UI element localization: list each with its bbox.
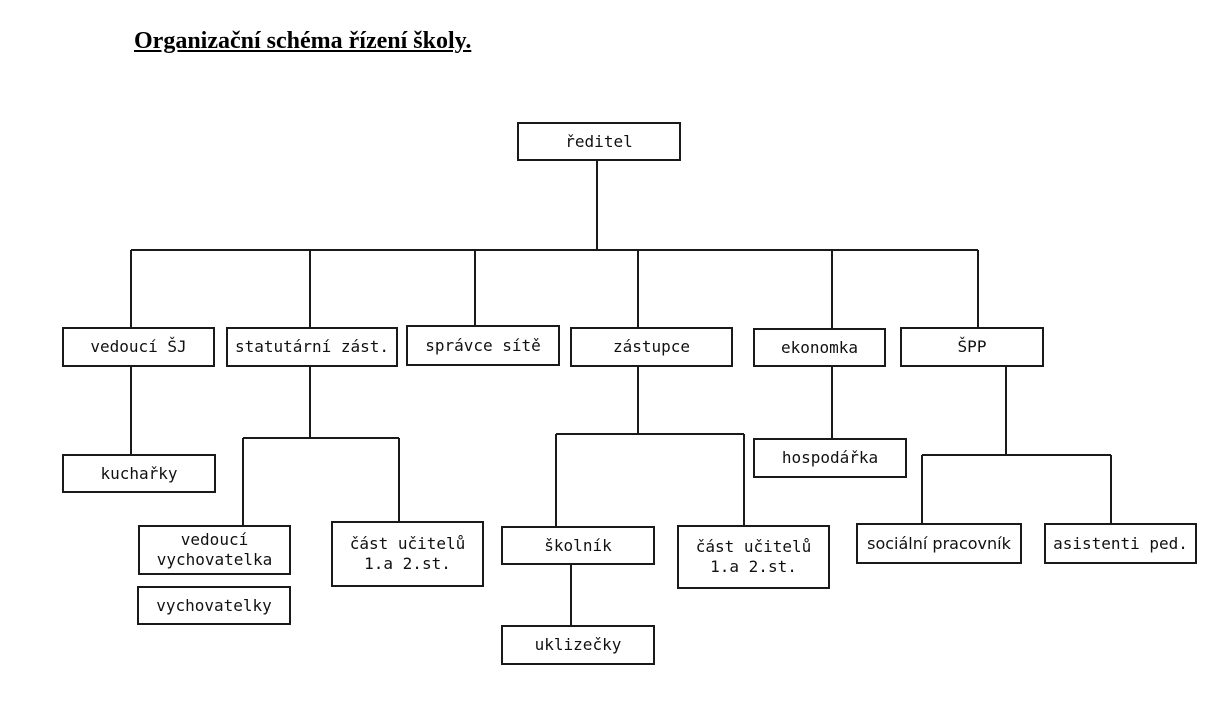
node-socialni-pracovnik: sociální pracovník <box>856 523 1022 564</box>
node-reditel: ředitel <box>517 122 681 161</box>
node-ucitele-zastupce: část učitelů 1.a 2.st. <box>677 525 830 589</box>
node-zastupce: zástupce <box>570 327 733 367</box>
chart-title: Organizační schéma řízení školy. <box>134 28 472 54</box>
node-spp: ŠPP <box>900 327 1044 367</box>
node-asistenti-ped: asistenti ped. <box>1044 523 1197 564</box>
node-vychovatelky: vychovatelky <box>137 586 291 625</box>
node-kucharky: kuchařky <box>62 454 216 493</box>
node-ekonomka: ekonomka <box>753 328 886 367</box>
node-vedouci-sj: vedoucí ŠJ <box>62 327 215 367</box>
node-skolnik: školník <box>501 526 655 565</box>
node-hospodarka: hospodářka <box>753 438 907 478</box>
node-uklizecky: uklizečky <box>501 625 655 665</box>
node-ucitele-statutarni: část učitelů 1.a 2.st. <box>331 521 484 587</box>
node-spravce-site: správce sítě <box>406 325 560 366</box>
node-statutarni-zastupce: statutární zást. <box>226 327 398 367</box>
node-vedouci-vychovatelka: vedoucí vychovatelka <box>138 525 291 575</box>
